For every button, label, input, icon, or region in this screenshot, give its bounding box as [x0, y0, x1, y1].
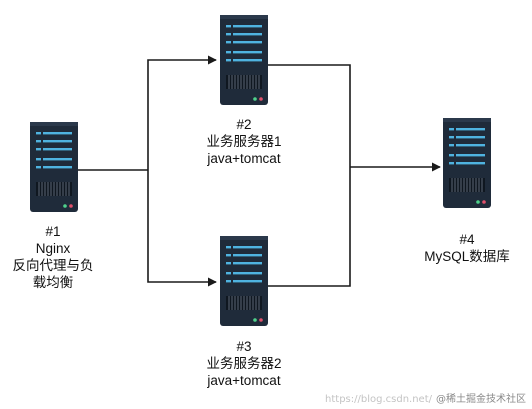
app-server-1-name: 业务服务器1	[206, 134, 282, 149]
app-server-2-stack: java+tomcat	[207, 373, 281, 388]
connector-app1-to-db	[268, 64, 351, 167]
arrow-nginx-to-app1	[147, 55, 217, 170]
mysql-node-label: #4 MySQL数据库	[405, 231, 529, 265]
app-server-1-label: #2 业务服务器1 java+tomcat	[186, 116, 302, 167]
connector-app2-to-db	[268, 167, 351, 287]
app-server-1-icon	[220, 15, 268, 105]
app-server-2-icon	[220, 236, 268, 326]
watermark-brand: @稀土掘金技术社区	[436, 394, 526, 405]
watermark-url: https://blog.csdn.net/	[325, 394, 432, 405]
app-server-2-id: #3	[236, 339, 252, 354]
mysql-node-id: #4	[459, 232, 475, 247]
app-server-1-stack: java+tomcat	[207, 151, 281, 166]
nginx-node-role-line2: 载均衡	[32, 275, 74, 290]
nginx-node-label: #1 Nginx 反向代理与负 载均衡	[0, 223, 106, 291]
mysql-server-icon	[443, 118, 491, 208]
nginx-node-name: Nginx	[35, 241, 71, 256]
arrow-nginx-to-app2	[147, 170, 217, 287]
app-server-2-name: 业务服务器2	[206, 356, 282, 371]
nginx-server-icon	[30, 122, 78, 212]
mysql-node-name: MySQL数据库	[424, 249, 510, 264]
app-server-1-id: #2	[236, 117, 252, 132]
watermark: https://blog.csdn.net/ @稀土掘金技术社区	[325, 390, 526, 405]
nginx-node-role-line1: 反向代理与负	[12, 258, 94, 273]
app-server-2-label: #3 业务服务器2 java+tomcat	[186, 338, 302, 389]
nginx-node-id: #1	[45, 224, 61, 239]
